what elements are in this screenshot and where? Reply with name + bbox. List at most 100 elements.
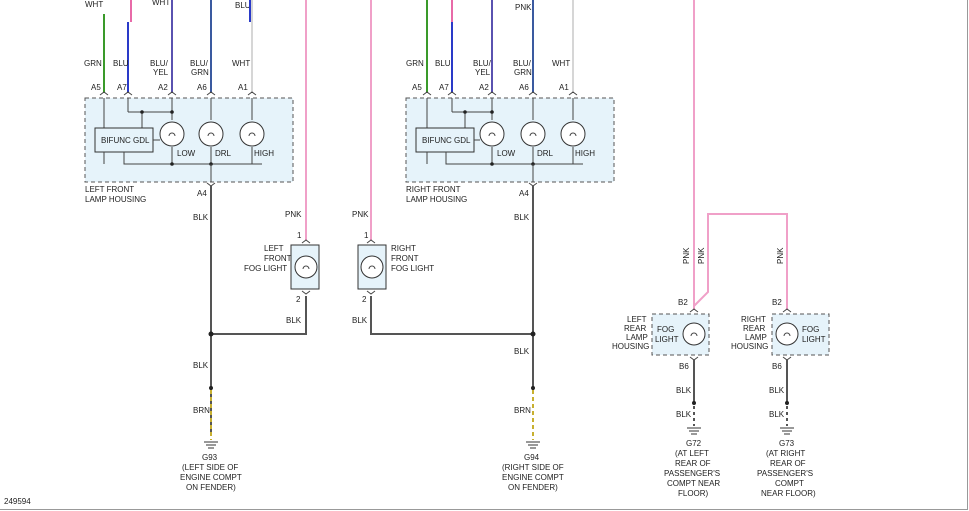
right-rear-fog-label-1: FOG <box>802 325 819 334</box>
left-rear-label-1: LEFT <box>627 315 647 324</box>
wire-label-wht-top-left: WHT <box>85 0 103 9</box>
wire-label-blugrn-right-1: BLU/ <box>513 59 532 68</box>
g72-line3: PASSENGER'S <box>664 469 720 478</box>
left-rear-label-3: LAMP <box>626 333 648 342</box>
left-internal-wires <box>103 98 253 128</box>
pin-a7-right: A7 <box>439 83 449 92</box>
wire-label-bluyel-left-1: BLU/ <box>150 59 169 68</box>
left-housing-label-1: LEFT FRONT <box>85 185 134 194</box>
g73-line5: NEAR FLOOR) <box>761 489 816 498</box>
pin-a6-right: A6 <box>519 83 529 92</box>
right-low-bulb-icon <box>479 121 505 147</box>
pin-b2-right-rear: B2 <box>772 298 782 307</box>
pin-a4-left: A4 <box>197 189 207 198</box>
wire-label-pnk-top-right: PNK <box>515 3 532 12</box>
wire-label-blk-left-1: BLK <box>193 213 209 222</box>
left-rear-fog-label-1: FOG <box>657 325 674 334</box>
right-rear-label-2: REAR <box>743 324 765 333</box>
wire-label-blk-left-rear-2: BLK <box>676 410 692 419</box>
wire-label-blu-right: BLU <box>435 59 451 68</box>
g93-line3: ON FENDER) <box>186 483 236 492</box>
pin-a2-left: A2 <box>158 83 168 92</box>
right-drl-label: DRL <box>537 149 554 158</box>
right-rear-label-4: HOUSING <box>731 342 768 351</box>
pin-1-left-fog: 1 <box>297 231 302 240</box>
right-bulb-filaments <box>488 132 577 137</box>
right-housing-label-2: LAMP HOUSING <box>406 195 467 204</box>
pin-2-left-fog: 2 <box>296 295 301 304</box>
left-rear-label-4: HOUSING <box>612 342 649 351</box>
g72-id: G72 <box>686 439 702 448</box>
g73-line3: PASSENGER'S <box>757 469 813 478</box>
wire-label-blu-left: BLU <box>113 59 129 68</box>
right-fog-label-1: RIGHT <box>391 244 416 253</box>
wire-label-wht-left: WHT <box>232 59 250 68</box>
wire-label-blk-left-fog: BLK <box>286 316 302 325</box>
right-high-label: HIGH <box>575 149 595 158</box>
wire-label-pnk-left-fog: PNK <box>285 210 302 219</box>
right-drl-bulb-icon <box>520 121 546 147</box>
wire-label-blk-right-fog: BLK <box>352 316 368 325</box>
pin-b2-left-rear: B2 <box>678 298 688 307</box>
wire-label-blk-right-rear-2: BLK <box>769 410 785 419</box>
diagram-id: 249594 <box>4 497 31 506</box>
g73-id: G73 <box>779 439 795 448</box>
left-low-label: LOW <box>177 149 196 158</box>
g72-line2: REAR OF <box>675 459 711 468</box>
wire-label-wht-top-left2: WHT <box>152 0 170 7</box>
g93-line2: ENGINE COMPT <box>180 473 242 482</box>
pin-a4-right: A4 <box>519 189 529 198</box>
left-fog-label-1: LEFT <box>264 244 284 253</box>
wire-label-blu-top-left: BLU <box>235 1 251 10</box>
left-high-bulb-icon <box>239 121 265 147</box>
wire-label-brn-right: BRN <box>514 406 531 415</box>
right-fog-label-2: FRONT <box>391 254 419 263</box>
wire-label-grn-left: GRN <box>84 59 102 68</box>
left-housing-label-2: LAMP HOUSING <box>85 195 146 204</box>
g94-ground-icon <box>526 441 540 449</box>
right-rear-fog-label-2: LIGHT <box>802 335 826 344</box>
right-front-section: PNK GRN BLU BLU/ YEL BLU/ GRN WHT A5 A7 … <box>405 0 615 492</box>
wire-blk-left-fog-ground <box>211 296 307 335</box>
wire-label-pnk-rear-1: PNK <box>682 247 691 264</box>
wire-label-grn-right: GRN <box>406 59 424 68</box>
g94-line1: (RIGHT SIDE OF <box>502 463 564 472</box>
right-fog-label-3: FOG LIGHT <box>391 264 434 273</box>
g73-ground-icon <box>780 427 794 435</box>
wire-label-blk-right-1: BLK <box>514 213 530 222</box>
pin-a7-left: A7 <box>117 83 127 92</box>
right-housing-label-1: RIGHT FRONT <box>406 185 461 194</box>
wire-label-blk-left-rear-1: BLK <box>676 386 692 395</box>
wire-label-brn-left: BRN <box>193 406 210 415</box>
pin-b6-right-rear: B6 <box>772 362 782 371</box>
pin-1-right-fog: 1 <box>364 231 369 240</box>
right-rear-label-1: RIGHT <box>741 315 766 324</box>
left-fog-label-3: FOG LIGHT <box>244 264 287 273</box>
left-fog-label-2: FRONT <box>264 254 292 263</box>
g72-line4: COMPT NEAR <box>667 479 720 488</box>
wire-label-pnk-rear-2: PNK <box>697 247 706 264</box>
right-bifunc-gdl-module <box>415 127 475 153</box>
wire-label-pnk-rear-3: PNK <box>776 247 785 264</box>
left-front-fog-bulb-icon <box>294 255 318 279</box>
pin-a5-left: A5 <box>91 83 101 92</box>
wire-label-blugrn-left-1: BLU/ <box>190 59 209 68</box>
left-rear-fog-bulb-icon <box>682 322 706 346</box>
left-bifunc-gdl-module <box>94 127 154 153</box>
g94-line3: ON FENDER) <box>508 483 558 492</box>
pin-a5-right: A5 <box>412 83 422 92</box>
wire-label-bluyel-right-2: YEL <box>475 68 491 77</box>
right-high-bulb-icon <box>560 121 586 147</box>
left-low-bulb-icon <box>159 121 185 147</box>
right-rear-label-3: LAMP <box>745 333 767 342</box>
g94-id: G94 <box>524 453 540 462</box>
g72-line5: FLOOR) <box>678 489 709 498</box>
g93-id: G93 <box>202 453 218 462</box>
wire-label-pnk-right-fog: PNK <box>352 210 369 219</box>
connector-left-top <box>99 91 257 96</box>
right-front-fog-section: PNK 1 RIGHT FRONT FOG LIGHT 2 BLK <box>352 0 533 335</box>
right-rear-fog-bulb-icon <box>775 322 799 346</box>
wire-label-blk-left-2: BLK <box>193 361 209 370</box>
g94-line2: ENGINE COMPT <box>502 473 564 482</box>
